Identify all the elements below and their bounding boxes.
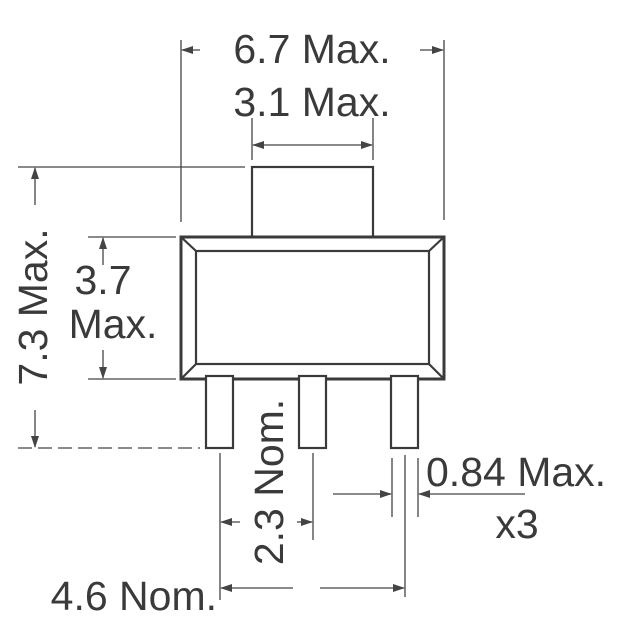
body-height-label-line2: Max. — [69, 301, 158, 347]
tab-width-label: 3.1 Max. — [233, 79, 390, 125]
lead-pitch-label: 2.3 Nom. — [246, 399, 292, 565]
dimension-arrows — [31, 46, 525, 592]
lead-1 — [204, 374, 235, 450]
lead-2 — [297, 374, 328, 450]
overall-width-label: 6.7 Max. — [233, 26, 390, 72]
package-body — [179, 165, 446, 450]
body-inner — [194, 249, 431, 366]
overall-height-label: 7.3 Max. — [10, 228, 56, 385]
outer-lead-span-label: 4.6 Nom. — [51, 573, 217, 619]
body-height-label-line1: 3.7 — [75, 257, 132, 303]
extension-lines — [18, 40, 445, 600]
heat-tab — [250, 165, 375, 242]
lead-3 — [389, 374, 420, 450]
lead-count-label: x3 — [495, 501, 538, 547]
lead-width-label: 0.84 Max. — [426, 449, 606, 495]
